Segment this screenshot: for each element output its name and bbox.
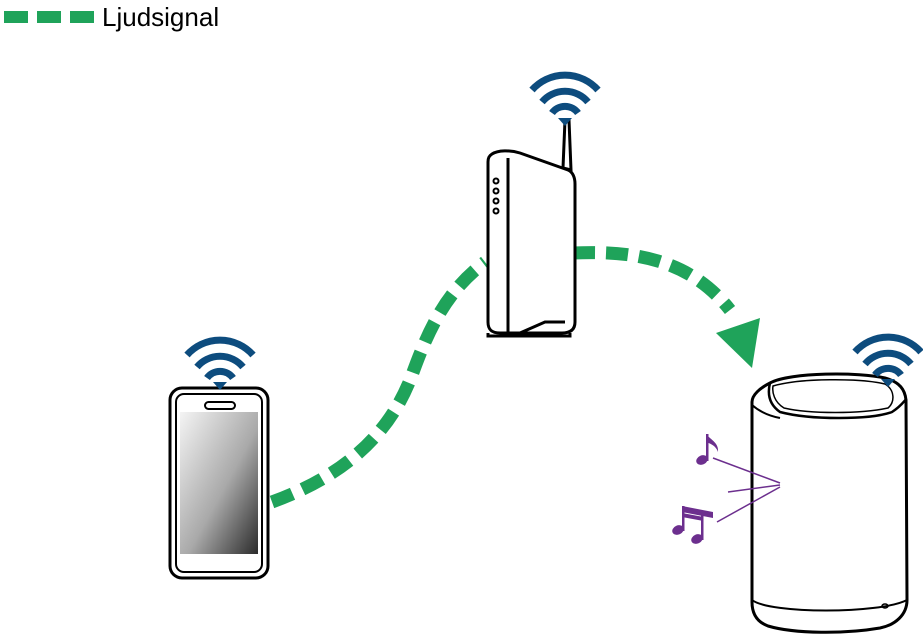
audio-signal-phone-to-router (269, 256, 489, 509)
audio-signal-router-to-speaker (572, 246, 736, 315)
legend-label: Ljudsignal (102, 2, 220, 32)
sound-wave-lines (712, 457, 781, 523)
wifi-icon (529, 71, 601, 116)
wifi-icon (852, 333, 923, 378)
speaker-indicator-light (881, 603, 889, 609)
smartphone-icon (168, 386, 270, 580)
arrow-head-icon (716, 318, 760, 368)
music-note-icon (696, 434, 719, 465)
legend-dashed-line (4, 11, 94, 23)
phone-screen (180, 412, 258, 554)
router-status-lights (492, 177, 500, 215)
wifi-icon (184, 336, 256, 381)
router-icon (486, 118, 577, 338)
speaker-icon (750, 372, 909, 634)
music-note-icon (672, 506, 713, 544)
legend: Ljudsignal (4, 2, 219, 32)
